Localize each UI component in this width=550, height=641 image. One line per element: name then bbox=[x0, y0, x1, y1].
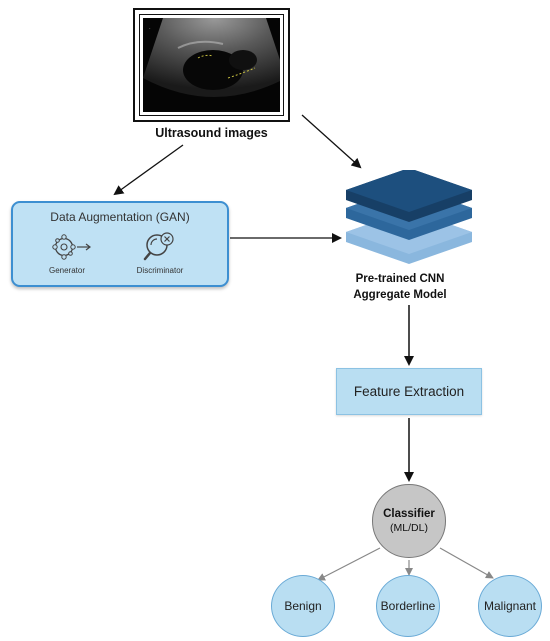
arrow-classifier-to-malignant bbox=[439, 547, 494, 579]
feature-extraction-box: Feature Extraction bbox=[336, 368, 482, 415]
cnn-label-line1: Pre-trained CNN bbox=[355, 273, 445, 285]
gan-box bbox=[11, 201, 229, 287]
classifier-node: Classifier (ML/DL) bbox=[372, 484, 446, 558]
stacked-layers-icon bbox=[340, 168, 478, 268]
svg-text:·: · bbox=[149, 26, 151, 32]
ultrasound-label: Ultrasound images bbox=[155, 126, 268, 140]
generator-network-icon bbox=[47, 232, 97, 262]
ultrasound-image-frame: · bbox=[133, 8, 290, 122]
feature-extraction-label: Feature Extraction bbox=[353, 384, 465, 399]
classifier-subtitle: (ML/DL) bbox=[390, 522, 428, 534]
generator-label: Generator bbox=[48, 266, 86, 275]
classifier-title: Classifier bbox=[383, 508, 435, 520]
outcome-benign: Benign bbox=[271, 575, 335, 637]
outcome-benign-label: Benign bbox=[284, 599, 322, 613]
ultrasound-image: · bbox=[143, 18, 280, 112]
arrow-ultrasound-to-gan bbox=[113, 144, 184, 196]
outcome-borderline-label: Borderline bbox=[380, 599, 436, 613]
gan-title: Data Augmentation (GAN) bbox=[50, 210, 190, 224]
outcome-malignant: Malignant bbox=[478, 575, 542, 637]
outcome-borderline: Borderline bbox=[376, 575, 440, 637]
outcome-malignant-label: Malignant bbox=[483, 599, 537, 613]
discriminator-magnifier-icon bbox=[142, 231, 176, 263]
arrow-classifier-to-benign bbox=[317, 547, 381, 581]
discriminator-label: Discriminator bbox=[136, 266, 184, 275]
cnn-label: Pre-trained CNN Aggregate Model bbox=[330, 271, 470, 303]
cnn-label-line2: Aggregate Model bbox=[353, 289, 447, 301]
arrow-ultrasound-to-cnn bbox=[301, 114, 362, 169]
